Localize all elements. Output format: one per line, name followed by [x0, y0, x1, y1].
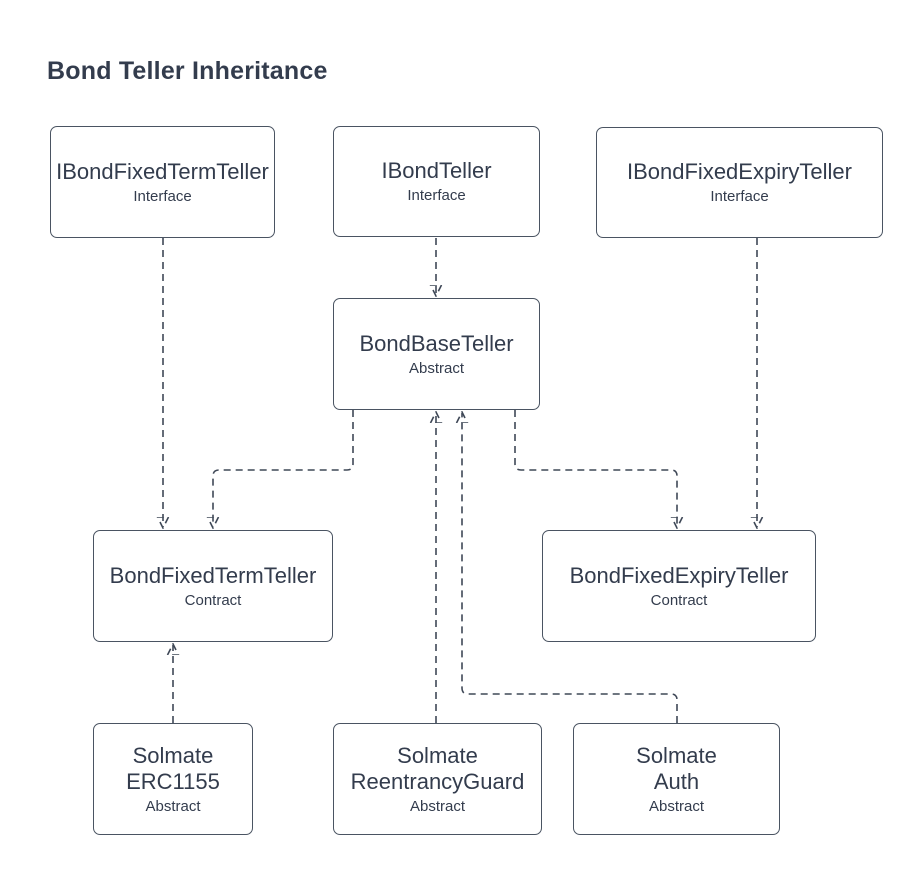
node-title: BondFixedTermTeller — [110, 563, 317, 589]
node-bond-base-teller: BondBaseTeller Abstract — [333, 298, 540, 410]
node-stereotype: Interface — [407, 187, 466, 204]
node-ibond-teller: IBondTeller Interface — [333, 126, 540, 237]
node-solmate-reentrancy-guard: Solmate ReentrancyGuard Abstract — [333, 723, 542, 835]
node-title-line: BondFixedTermTeller — [109, 562, 317, 588]
node-title: Solmate ERC1155 — [126, 743, 220, 795]
node-title-line: BondBaseTeller — [359, 330, 514, 356]
node-ibond-fixed-expiry-teller: IBondFixedExpiryTeller Interface — [596, 127, 883, 238]
node-title: IBondFixedTermTeller — [56, 159, 269, 185]
node-title-line: Solmate — [397, 742, 478, 768]
node-title-line: IBondFixedExpiryTeller — [627, 159, 852, 184]
node-ibond-fixed-term-teller: IBondFixedTermTeller Interface — [50, 126, 275, 238]
node-title: IBondFixedExpiryTeller — [627, 159, 852, 185]
node-bond-fixed-expiry-teller: BondFixedExpiryTeller Contract — [542, 530, 816, 642]
node-title: BondFixedExpiryTeller — [570, 563, 789, 589]
node-title-line: IBondTeller — [381, 158, 492, 183]
node-stereotype: Contract — [184, 591, 242, 609]
node-title-line: IBondFixedTermTeller — [56, 158, 269, 184]
node-title-line: ReentrancyGuard — [350, 768, 525, 794]
node-stereotype: Interface — [133, 187, 192, 205]
node-bond-fixed-term-teller: BondFixedTermTeller Contract — [93, 530, 333, 642]
node-stereotype: Abstract — [409, 797, 466, 815]
node-stereotype: Abstract — [145, 797, 201, 815]
node-stereotype: Contract — [650, 591, 708, 609]
node-solmate-erc1155: Solmate ERC1155 Abstract — [93, 723, 253, 835]
edge-bondbaseteller-to-bondfixedtermteller — [213, 410, 354, 527]
node-title: IBondTeller — [381, 158, 491, 184]
node-stereotype: Abstract — [648, 797, 705, 815]
edge-bondbaseteller-to-bondfixedexpiryteller — [514, 410, 677, 527]
node-title: Solmate Auth — [636, 743, 717, 795]
node-title-line: ERC1155 — [126, 768, 220, 794]
node-title-line: Solmate — [132, 742, 214, 768]
node-title-line: Auth — [653, 768, 700, 794]
node-title: BondBaseTeller — [359, 331, 513, 357]
node-stereotype: Abstract — [408, 359, 465, 377]
node-stereotype: Interface — [710, 188, 769, 205]
node-title-line: Solmate — [636, 742, 717, 768]
node-solmate-auth: Solmate Auth Abstract — [573, 723, 780, 835]
diagram-title: Bond Teller Inheritance — [47, 57, 328, 85]
node-title: Solmate ReentrancyGuard — [351, 743, 525, 795]
node-title-line: BondFixedExpiryTeller — [569, 562, 789, 588]
